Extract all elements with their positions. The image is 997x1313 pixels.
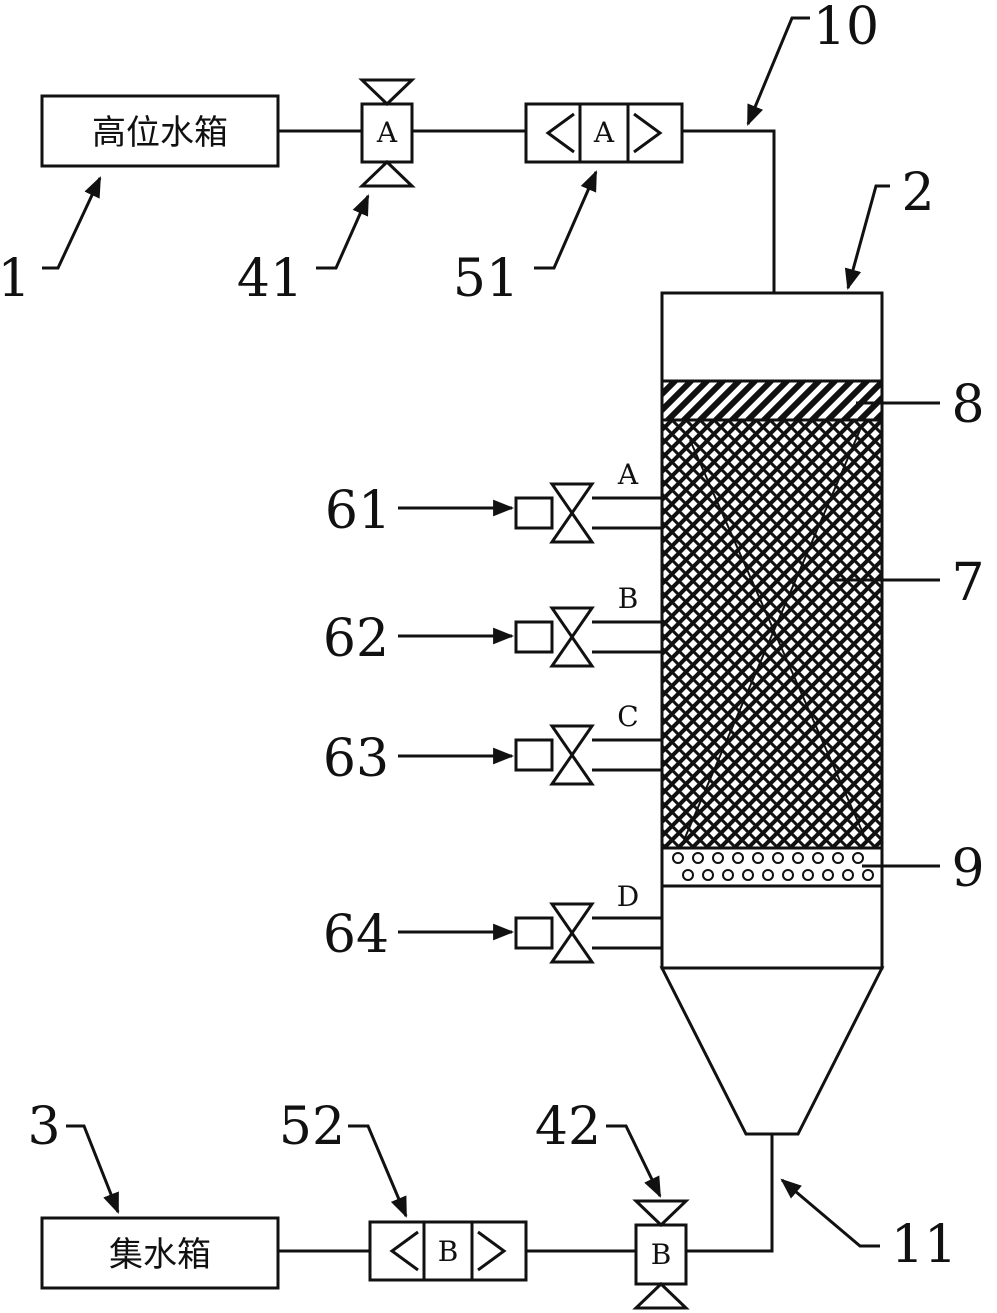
label-61: 61	[325, 481, 391, 541]
outlet-pipe-11	[686, 1134, 774, 1253]
layer-8-top-support	[660, 379, 884, 422]
label-10: 10	[813, 0, 879, 57]
label-2: 2	[901, 163, 934, 223]
label-41: 41	[237, 249, 303, 309]
gravel-circles	[672, 852, 874, 881]
port-64-letter: D	[617, 880, 639, 913]
reactor-bottom-space	[660, 884, 884, 970]
label-11: 11	[891, 1215, 957, 1275]
port-61-letter: A	[617, 458, 639, 491]
collection-tank-label: 集水箱	[109, 1235, 211, 1275]
reactor-cone	[659, 966, 885, 1136]
collection-tank: 集水箱	[40, 1216, 280, 1290]
packing-diagonals	[683, 429, 867, 841]
port-62-letter: B	[618, 582, 639, 615]
label-52: 52	[279, 1097, 345, 1157]
flowmeter-52-letter: B	[438, 1235, 459, 1268]
high-water-tank-label: 高位水箱	[92, 113, 228, 153]
high-water-tank: 高位水箱	[40, 94, 280, 168]
valve-42: B	[632, 1199, 690, 1310]
sampling-port-61: A	[514, 458, 662, 544]
label-62: 62	[323, 609, 389, 669]
port-63-letter: C	[617, 700, 638, 733]
valve-42-letter: B	[651, 1238, 672, 1271]
reactor-column	[659, 291, 885, 1136]
inlet-pipe-10	[682, 129, 776, 293]
flowmeter-51: A	[524, 102, 684, 164]
label-1: 1	[0, 249, 31, 309]
flowmeter-51-letter: A	[593, 116, 615, 149]
reactor-top-space	[660, 291, 884, 383]
label-64: 64	[323, 905, 389, 965]
label-9: 9	[951, 839, 984, 899]
flowmeter-52: B	[368, 1220, 528, 1282]
reference-numbers: 1 41 51 10 2 8 7 9 61 62 63 64 3 52 42 1…	[0, 0, 985, 1275]
valve-41: A	[358, 78, 416, 188]
label-51: 51	[453, 249, 519, 309]
leader-lines	[42, 16, 940, 1248]
label-42: 42	[535, 1097, 601, 1157]
label-7: 7	[951, 553, 984, 613]
label-63: 63	[323, 729, 389, 789]
label-3: 3	[27, 1097, 60, 1157]
sampling-port-64: D	[514, 880, 662, 964]
sampling-port-62: B	[514, 582, 662, 668]
sampling-port-63: C	[514, 700, 662, 786]
label-8: 8	[951, 375, 984, 435]
valve-41-letter: A	[376, 116, 398, 149]
layer-9-gravel	[660, 846, 884, 888]
